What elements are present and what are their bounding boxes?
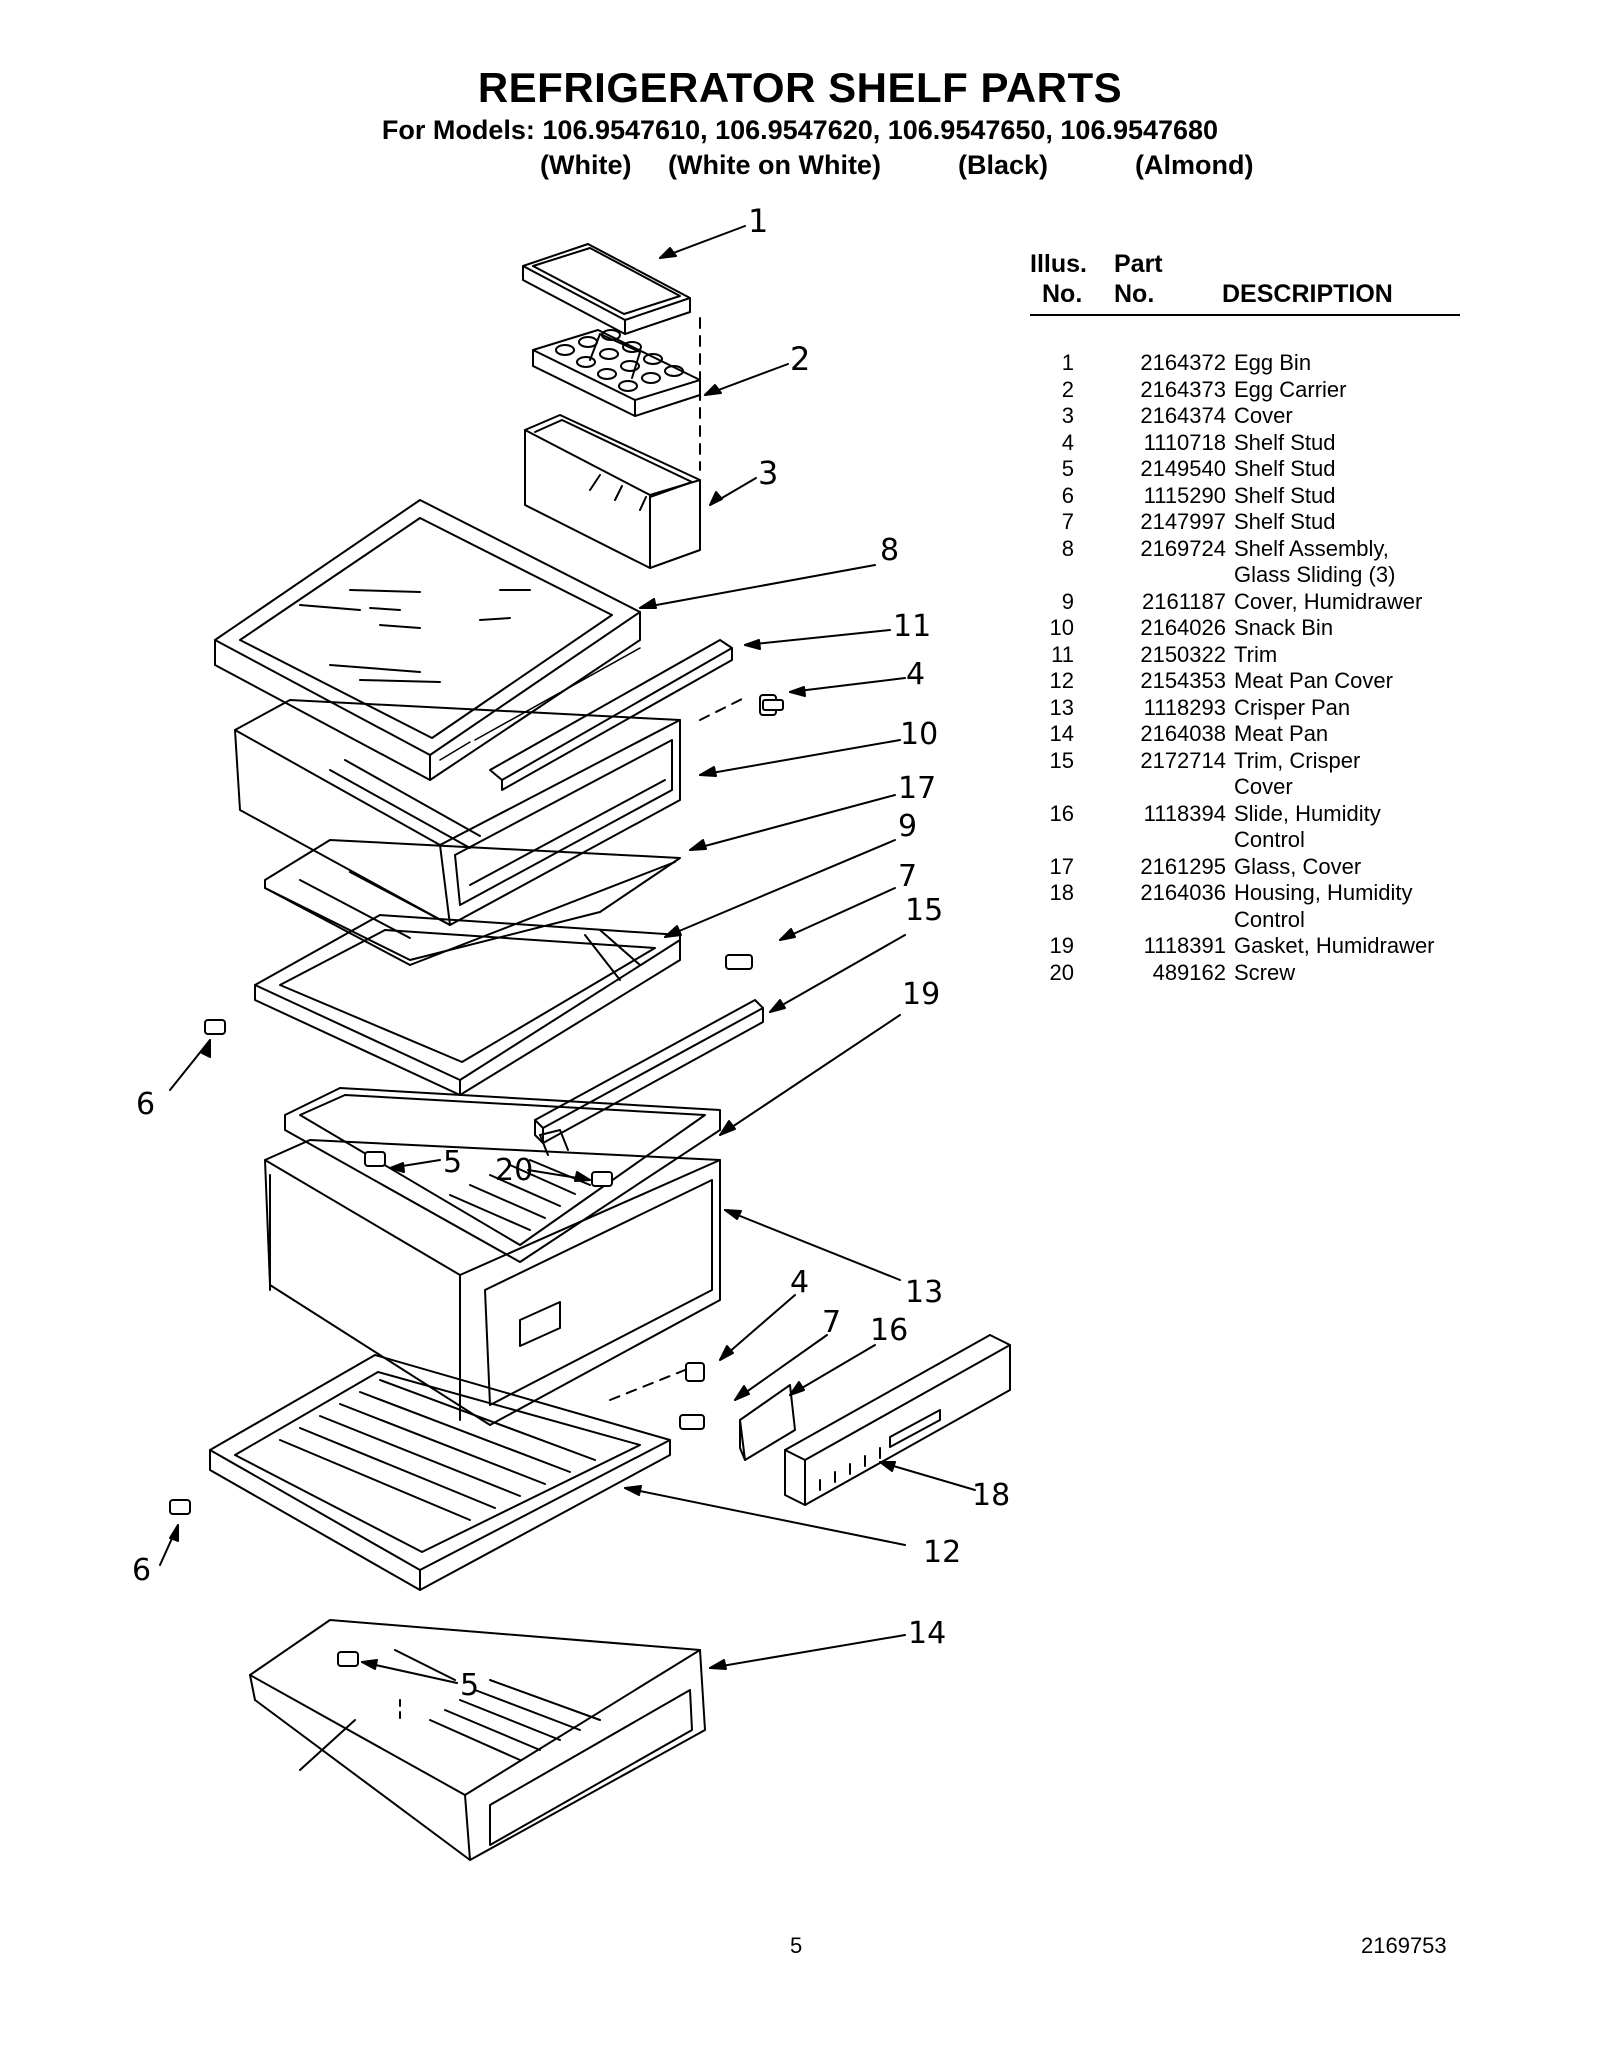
callout-16: 16: [870, 1313, 908, 1348]
callout-3: 1: [748, 202, 768, 240]
part-meat-pan-14: [249, 1619, 706, 1861]
callout-4a: 4: [906, 657, 925, 692]
color-label-white: (White): [540, 150, 632, 180]
callout-14: 14: [908, 1616, 946, 1651]
part-trim-crisper-15: [534, 999, 764, 1144]
part-crisper-pan-13: [264, 1129, 721, 1426]
callout-2: 2: [790, 340, 810, 378]
callout-4b: 4: [790, 1265, 809, 1300]
callout-15: 15: [905, 893, 943, 928]
callout-12: 12: [923, 1535, 961, 1570]
header-part-no: No.: [1114, 280, 1155, 308]
header-illus: Illus.: [1030, 250, 1087, 278]
callout-19: 19: [902, 977, 940, 1012]
callout-7a: 7: [898, 859, 917, 894]
callout-numbers: 1 2 3 8 11 4 10 17 9 7 15 19 6 5 20 13 4…: [132, 202, 1010, 1703]
part-egg-bin-1: [524, 414, 701, 569]
color-label-almond: (Almond): [1135, 150, 1254, 180]
color-label-black: (Black): [958, 150, 1049, 180]
callout-1: 3: [758, 454, 778, 492]
part-slide-16: [739, 1384, 796, 1461]
callout-20: 20: [495, 1153, 533, 1188]
page-number: 5: [790, 1933, 803, 1958]
part-snack-bin-10: [234, 699, 681, 926]
part-humidrawer-cover-9: [254, 914, 681, 1096]
callout-9: 9: [898, 809, 917, 844]
color-label-white-on-white: (White on White): [668, 150, 881, 180]
callout-6a: 6: [136, 1087, 155, 1122]
leader-lines: [159, 225, 976, 1684]
part-meat-pan-cover-12: [209, 1354, 671, 1591]
models-line: For Models: 106.9547610, 106.9547620, 10…: [381, 115, 1219, 145]
callout-5a: 5: [443, 1145, 462, 1180]
shelf-studs: [169, 694, 784, 1667]
header-part: Part: [1114, 250, 1163, 278]
callout-17: 17: [898, 771, 936, 806]
header-description: DESCRIPTION: [1222, 280, 1393, 308]
callout-8: 8: [880, 533, 899, 568]
part-cover-3: [522, 243, 691, 335]
part-trim-11: [489, 639, 733, 791]
callout-18: 18: [972, 1478, 1010, 1513]
part-shelf-assembly-8: [214, 499, 641, 781]
document-number: 2169753: [1361, 1933, 1447, 1958]
page-title: REFRIGERATOR SHELF PARTS: [477, 64, 1123, 111]
callout-13: 13: [905, 1275, 943, 1310]
callout-11: 11: [893, 609, 931, 644]
header-rule: [1030, 314, 1460, 316]
assembly-dashed-line-4b: [609, 1369, 686, 1401]
callout-5b: 5: [460, 1668, 479, 1703]
header-illus-no: No.: [1042, 280, 1083, 308]
callout-7b: 7: [822, 1305, 841, 1340]
part-gasket-19: [284, 1087, 721, 1263]
callout-6b: 6: [132, 1553, 151, 1588]
part-housing-18: [784, 1334, 1011, 1506]
part-glass-cover-17: [264, 839, 681, 966]
callout-10: 10: [900, 717, 938, 752]
assembly-dashed-line-4: [699, 695, 749, 721]
part-egg-carrier-2: [532, 329, 701, 417]
